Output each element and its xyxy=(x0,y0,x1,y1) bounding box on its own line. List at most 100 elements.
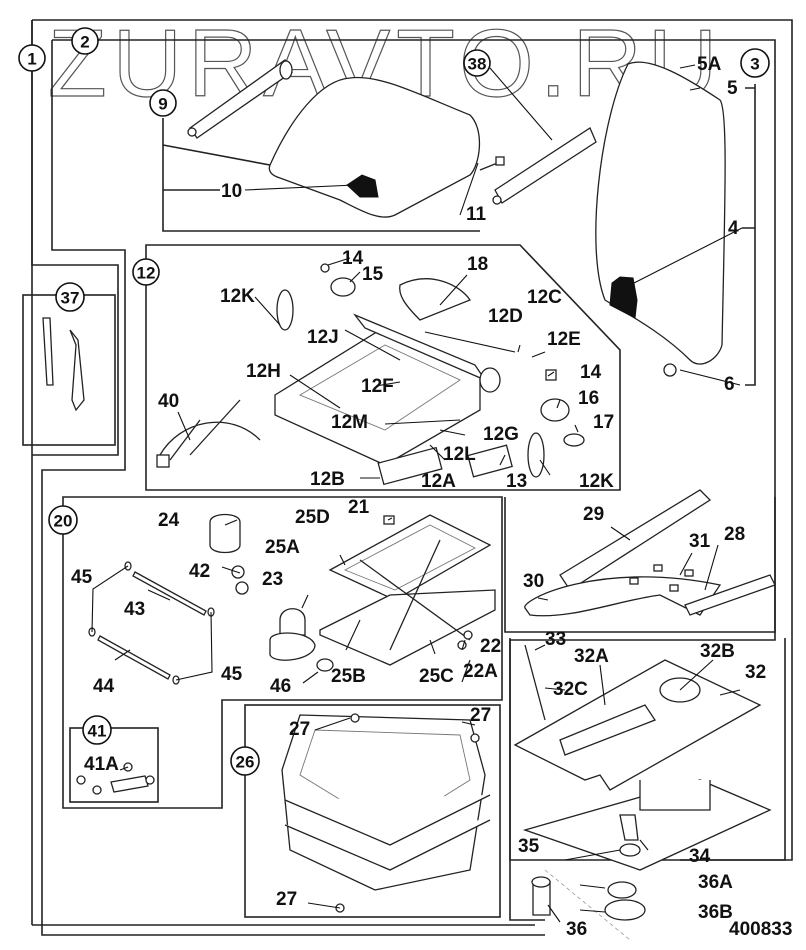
leader-lines xyxy=(114,64,743,923)
label-36B: 36B xyxy=(698,902,733,923)
drawing-reference-number: 400833 xyxy=(729,919,792,940)
suspension-parts xyxy=(88,513,496,685)
swivel-assembly xyxy=(513,644,772,941)
callout-9: 9 xyxy=(149,89,177,117)
svg-text:38: 38 xyxy=(468,55,487,74)
damper-parts xyxy=(76,762,155,795)
backrest xyxy=(595,61,726,377)
label-12G: 12G xyxy=(483,424,519,445)
label-33: 33 xyxy=(545,629,566,650)
label-4: 4 xyxy=(728,218,739,239)
svg-text:2: 2 xyxy=(80,33,89,52)
label-27-b: 27 xyxy=(470,705,491,726)
label-21: 21 xyxy=(348,497,370,518)
label-25D: 25D xyxy=(295,507,330,528)
label-12M: 12M xyxy=(331,412,368,433)
callout-38: 38 xyxy=(463,49,491,77)
slide-rails xyxy=(524,489,776,617)
label-10: 10 xyxy=(221,181,242,202)
group-frame-1-left xyxy=(31,20,119,456)
svg-text:26: 26 xyxy=(236,753,255,772)
seat-belt-parts xyxy=(42,317,85,412)
label-46: 46 xyxy=(270,676,291,697)
label-28: 28 xyxy=(724,524,745,545)
bellows xyxy=(281,713,491,913)
label-45-b: 45 xyxy=(221,664,243,685)
group-frame-26 xyxy=(244,704,501,918)
label-32A: 32A xyxy=(574,646,609,667)
callout-37: 37 xyxy=(55,282,85,312)
group-frame-20 xyxy=(62,496,503,809)
label-30: 30 xyxy=(523,571,544,592)
label-17: 17 xyxy=(593,412,614,433)
label-22: 22 xyxy=(480,636,501,657)
group-frame-rails xyxy=(504,497,776,633)
label-25B: 25B xyxy=(331,666,366,687)
label-12D: 12D xyxy=(488,306,523,327)
connector-11 xyxy=(495,156,505,166)
group-frame-41 xyxy=(69,727,159,803)
label-13: 13 xyxy=(506,471,527,492)
svg-text:3: 3 xyxy=(750,55,759,74)
label-32B: 32B xyxy=(700,641,735,662)
label-11: 11 xyxy=(466,204,487,225)
label-32C: 32C xyxy=(553,679,588,700)
callout-3: 3 xyxy=(740,48,770,78)
label-23: 23 xyxy=(262,569,283,590)
svg-text:12: 12 xyxy=(137,264,156,283)
label-5: 5 xyxy=(727,78,738,99)
label-32: 32 xyxy=(745,662,766,683)
group-frame-2 xyxy=(41,39,776,936)
label-27-c: 27 xyxy=(276,889,297,910)
label-34: 34 xyxy=(689,846,711,867)
label-12F: 12F xyxy=(361,376,394,397)
label-12J: 12J xyxy=(307,327,339,348)
svg-text:37: 37 xyxy=(61,289,80,308)
label-12C: 12C xyxy=(527,287,562,308)
label-5A: 5A xyxy=(697,54,722,75)
label-43: 43 xyxy=(124,599,145,620)
armrest-right xyxy=(492,127,597,205)
group-frame-1 xyxy=(31,19,793,926)
label-45-a: 45 xyxy=(71,567,93,588)
svg-text:41: 41 xyxy=(88,722,107,741)
svg-text:1: 1 xyxy=(27,50,36,69)
callout-2: 2 xyxy=(71,27,99,55)
label-6: 6 xyxy=(724,374,735,395)
label-12H: 12H xyxy=(246,361,281,382)
seat-frame-assembly xyxy=(156,263,585,486)
label-36A: 36A xyxy=(698,872,733,893)
label-12A: 12A xyxy=(421,471,456,492)
group-frame-3 xyxy=(742,84,756,386)
label-35: 35 xyxy=(518,836,540,857)
label-14-mid: 14 xyxy=(580,362,602,383)
label-40: 40 xyxy=(158,391,179,412)
label-12L: 12L xyxy=(443,444,476,465)
group-frame-12 xyxy=(145,244,621,491)
label-25C: 25C xyxy=(419,666,454,687)
callout-1: 1 xyxy=(18,44,46,72)
seat-cushion xyxy=(268,76,481,218)
callout-20: 20 xyxy=(48,505,78,535)
svg-text:20: 20 xyxy=(54,512,73,531)
label-15: 15 xyxy=(362,264,384,285)
armrest-left xyxy=(187,59,293,139)
label-36: 36 xyxy=(566,919,587,940)
label-27-a: 27 xyxy=(289,719,310,740)
svg-text:9: 9 xyxy=(158,95,167,114)
label-18: 18 xyxy=(467,254,488,275)
label-44: 44 xyxy=(93,676,115,697)
label-41A: 41A xyxy=(84,754,119,775)
label-12E: 12E xyxy=(547,329,581,350)
label-12K-bottom: 12K xyxy=(579,471,614,492)
label-22A: 22A xyxy=(463,661,498,682)
group-frame-9 xyxy=(162,118,480,232)
label-42: 42 xyxy=(189,561,210,582)
label-24: 24 xyxy=(158,510,180,531)
label-31: 31 xyxy=(689,531,711,552)
callout-12: 12 xyxy=(132,258,160,286)
callout-41: 41 xyxy=(82,715,112,745)
callout-26: 26 xyxy=(230,746,260,776)
label-14-top: 14 xyxy=(342,248,364,269)
